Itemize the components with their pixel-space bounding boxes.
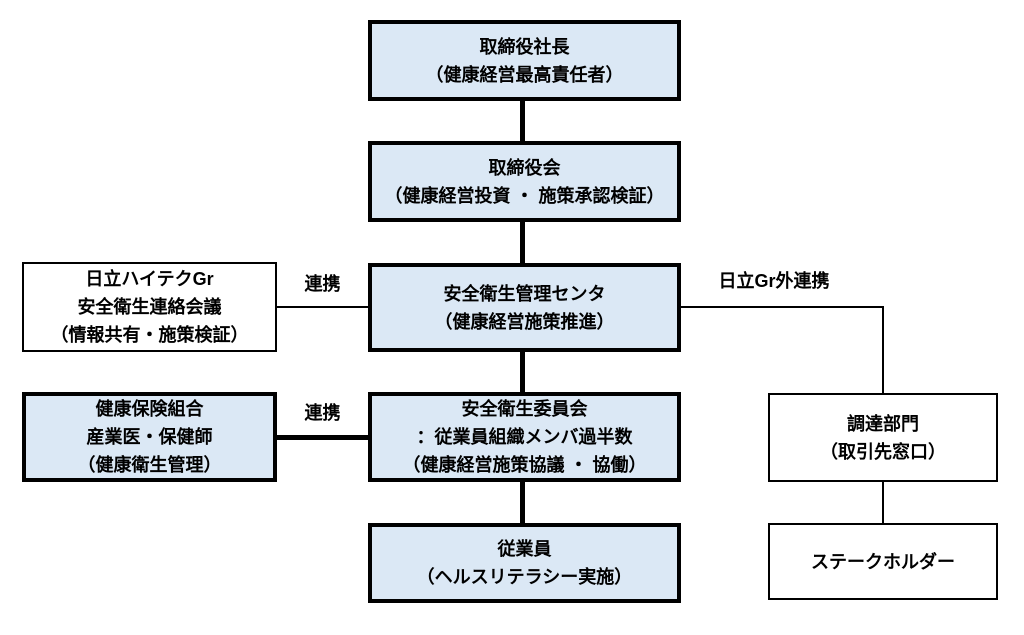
connector-insurance-committee bbox=[277, 435, 368, 440]
connector-procurement-stakeholders bbox=[882, 482, 884, 523]
connector-safety-center-committee bbox=[520, 352, 525, 392]
box-stakeholders-title: ステークホルダー bbox=[811, 551, 955, 572]
box-safety-committee-subtitle: （健康経営施策協議 ・ 協働） bbox=[402, 455, 647, 475]
box-safety-health-management-center: 安全衛生管理センタ （健康経営施策推進） bbox=[368, 263, 681, 352]
box-hightech-gr-subtitle: （情報共有・施策検証） bbox=[50, 325, 249, 345]
connector-center-external-vertical bbox=[882, 306, 884, 393]
box-employees-title: 従業員 bbox=[497, 539, 552, 559]
box-safety-committee-members: ：従業員組織メンバ過半数 bbox=[416, 427, 633, 447]
box-hitachi-hightech-gr-liaison: 日立ハイテクGr 安全衛生連絡会議 （情報共有・施策検証） bbox=[22, 262, 277, 352]
label-hitachi-gr-external-renkei: 日立Gr外連携 bbox=[718, 271, 830, 291]
box-procurement-title: 調達部門 bbox=[847, 413, 919, 434]
connector-board-safety-center bbox=[520, 222, 525, 263]
box-employees: 従業員 （ヘルスリテラシー実施） bbox=[368, 523, 681, 603]
box-president-subtitle: （健康経営最高責任者） bbox=[425, 64, 624, 85]
box-health-insurance-association: 健康保険組合 産業医・保健師 （健康衛生管理） bbox=[22, 392, 277, 482]
box-board-of-directors: 取締役会 （健康経営投資 ・ 施策承認検証） bbox=[368, 141, 681, 222]
box-procurement-department: 調達部門 （取引先窓口） bbox=[768, 393, 998, 482]
label-renkei-lower: 連携 bbox=[304, 403, 341, 423]
connector-center-external-horizontal bbox=[681, 306, 884, 308]
connector-committee-employees bbox=[520, 482, 525, 523]
box-board-subtitle: （健康経営投資 ・ 施策承認検証） bbox=[384, 185, 665, 206]
box-safety-health-committee: 安全衛生委員会 ：従業員組織メンバ過半数 （健康経営施策協議 ・ 協働） bbox=[368, 392, 681, 482]
box-board-title: 取締役会 bbox=[488, 157, 561, 178]
box-health-insurance-staff: 産業医・保健師 bbox=[86, 427, 213, 447]
box-procurement-subtitle: （取引先窓口） bbox=[820, 441, 946, 462]
box-president-title: 取締役社長 bbox=[479, 36, 570, 57]
box-president: 取締役社長 （健康経営最高責任者） bbox=[368, 20, 681, 101]
box-hightech-gr-meeting: 安全衛生連絡会議 bbox=[77, 297, 222, 317]
box-safety-center-title: 安全衛生管理センタ bbox=[443, 283, 606, 304]
box-hightech-gr-title: 日立ハイテクGr bbox=[85, 269, 214, 289]
box-safety-committee-title: 安全衛生委員会 bbox=[461, 399, 588, 419]
connector-hightech-safety-center bbox=[277, 306, 368, 308]
box-employees-subtitle: （ヘルスリテラシー実施） bbox=[416, 567, 633, 587]
box-health-insurance-subtitle: （健康衛生管理） bbox=[77, 455, 222, 475]
box-stakeholders: ステークホルダー bbox=[768, 523, 998, 600]
box-safety-center-subtitle: （健康経営施策推進） bbox=[434, 311, 615, 332]
label-renkei-upper: 連携 bbox=[304, 274, 341, 294]
connector-president-board bbox=[520, 101, 525, 141]
box-health-insurance-title: 健康保険組合 bbox=[95, 399, 204, 419]
